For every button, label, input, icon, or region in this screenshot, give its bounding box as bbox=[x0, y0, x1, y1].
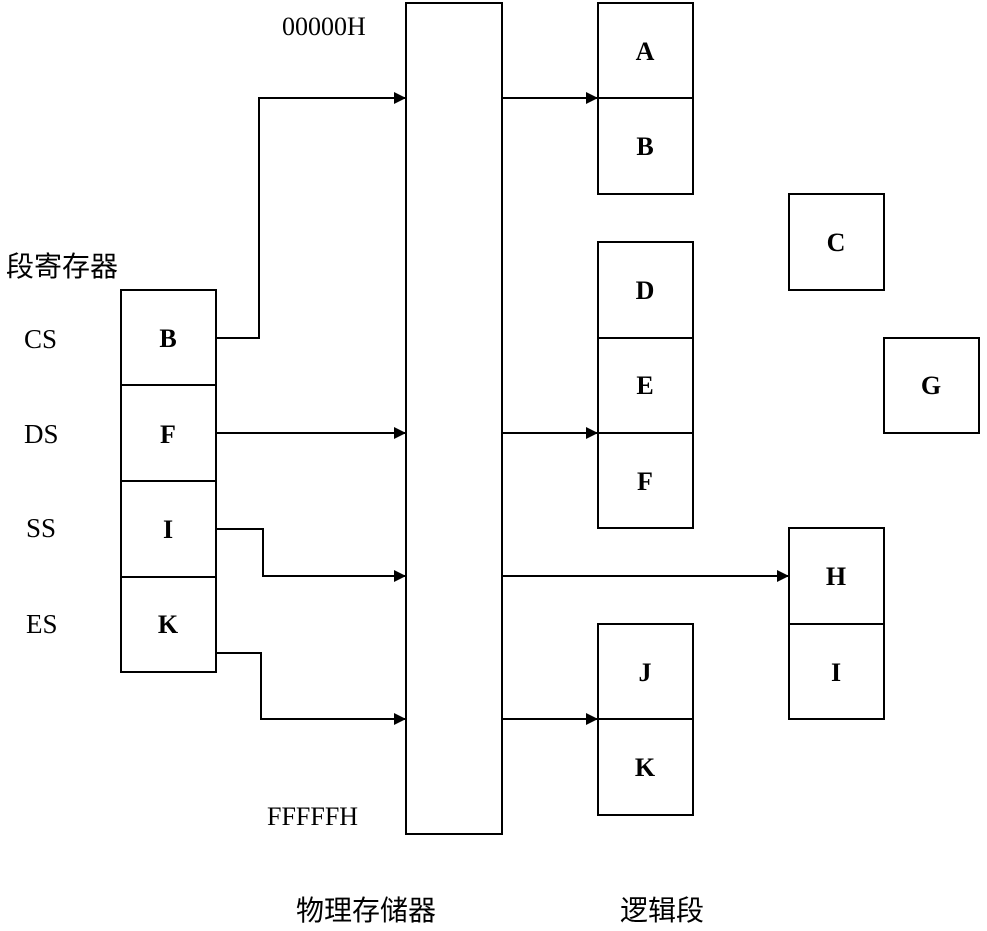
segment-cell-d bbox=[597, 241, 694, 339]
segment-cell-f bbox=[597, 432, 694, 529]
segment-cell-g bbox=[883, 337, 980, 434]
segment-label-a: A bbox=[636, 37, 655, 66]
segment-label-g: G bbox=[921, 371, 941, 400]
segment-cell-j bbox=[597, 623, 694, 720]
register-name-cs: CS bbox=[24, 324, 57, 354]
register-value-es: K bbox=[158, 610, 179, 639]
physical-memory-label: 物理存储器 bbox=[296, 895, 436, 927]
physical-memory-bar bbox=[405, 2, 503, 835]
top-address-label: 00000H bbox=[282, 12, 366, 41]
segment-cell-i bbox=[788, 623, 885, 720]
arrow-ss-to-memory bbox=[216, 528, 406, 582]
segment-cell-a bbox=[597, 2, 694, 99]
segment-label-k: K bbox=[635, 753, 656, 782]
logical-segment-label: 逻辑段 bbox=[620, 895, 704, 927]
segment-register-title: 段寄存器 bbox=[6, 251, 118, 283]
register-value-cs: B bbox=[159, 324, 176, 353]
segment-cell-e bbox=[597, 337, 694, 434]
segment-cell-h bbox=[788, 527, 885, 625]
segment-label-c: C bbox=[827, 228, 846, 257]
register-box-ds bbox=[120, 384, 217, 482]
register-name-ds: DS bbox=[24, 419, 59, 449]
segment-label-b: B bbox=[636, 132, 653, 161]
segment-label-f: F bbox=[637, 467, 653, 496]
register-box-cs bbox=[120, 289, 217, 386]
segment-label-i: I bbox=[831, 658, 841, 687]
segment-label-j: J bbox=[639, 658, 652, 687]
register-value-ds: F bbox=[160, 420, 176, 449]
register-box-es bbox=[120, 576, 217, 673]
segment-cell-b bbox=[597, 97, 694, 195]
register-box-ss bbox=[120, 480, 217, 578]
register-name-ss: SS bbox=[26, 513, 56, 543]
segment-cell-c bbox=[788, 193, 885, 291]
segment-cell-k bbox=[597, 718, 694, 816]
bottom-address-label: FFFFFH bbox=[267, 802, 358, 831]
segment-label-e: E bbox=[636, 371, 653, 400]
segment-label-d: D bbox=[636, 276, 655, 305]
register-name-es: ES bbox=[26, 609, 58, 639]
arrow-cs-to-memory bbox=[216, 92, 406, 339]
segment-register-stack bbox=[120, 289, 217, 673]
arrow-es-to-memory bbox=[216, 652, 406, 725]
register-value-ss: I bbox=[163, 515, 173, 544]
segment-label-h: H bbox=[826, 562, 846, 591]
